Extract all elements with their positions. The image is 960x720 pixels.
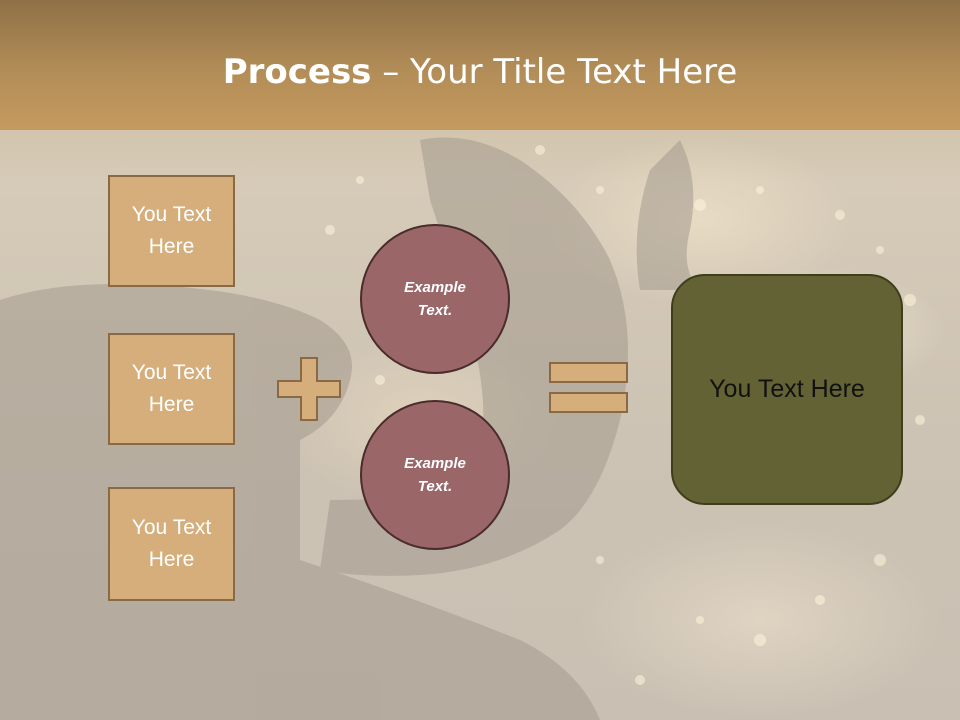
example-circle-2-label: Example Text. bbox=[404, 455, 466, 495]
text-box-3[interactable]: You Text Here bbox=[108, 487, 235, 601]
slide-title-rest: – Your Title Text Here bbox=[371, 52, 738, 92]
text-box-1-label: You Text Here bbox=[131, 203, 212, 258]
result-box-label: You Text Here bbox=[709, 375, 865, 403]
text-box-3-label: You Text Here bbox=[131, 516, 212, 571]
text-box-2-label: You Text Here bbox=[131, 361, 212, 416]
text-box-2[interactable]: You Text Here bbox=[108, 333, 235, 445]
title-band bbox=[0, 0, 960, 130]
plus-icon[interactable] bbox=[277, 357, 341, 421]
text-box-1[interactable]: You Text Here bbox=[108, 175, 235, 287]
result-box[interactable]: You Text Here bbox=[671, 274, 903, 505]
slide-title[interactable]: Process – Your Title Text Here bbox=[0, 52, 960, 92]
example-circle-1[interactable]: Example Text. bbox=[360, 224, 510, 374]
example-circle-1-label: Example Text. bbox=[404, 279, 466, 319]
equals-icon[interactable] bbox=[549, 362, 629, 414]
example-circle-2[interactable]: Example Text. bbox=[360, 400, 510, 550]
slide-title-bold: Process bbox=[222, 52, 372, 92]
